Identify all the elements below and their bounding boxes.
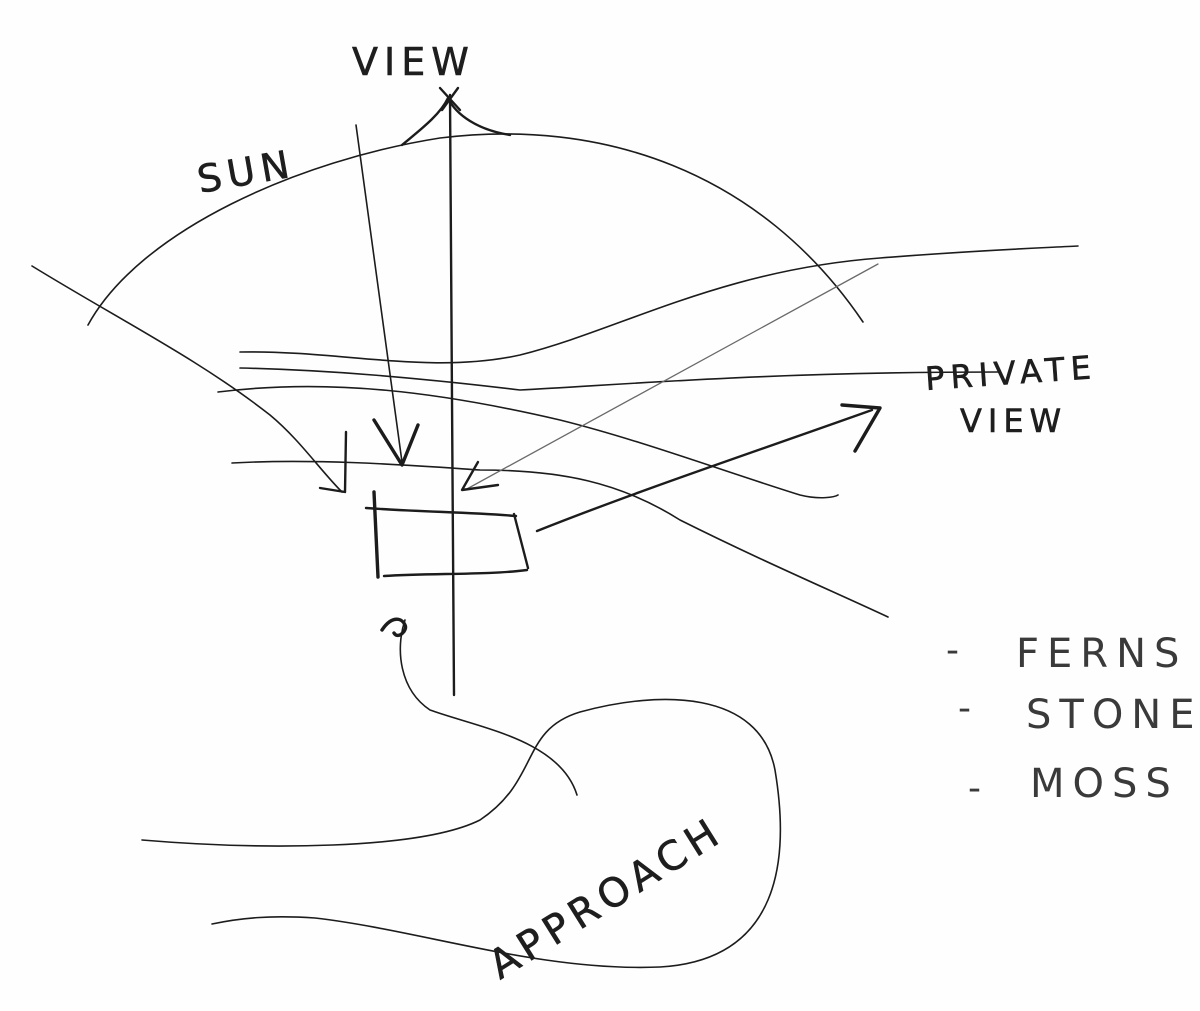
- view-marker-cross: [438, 86, 462, 112]
- note-ferns: FERNS: [1016, 631, 1187, 677]
- approach-arrowhead: [380, 617, 408, 638]
- private-view-arrowhead: [840, 403, 882, 453]
- landscape-line-3: [217, 385, 839, 499]
- building-right-wall: [512, 512, 530, 570]
- note-stones: STONES: [1026, 692, 1200, 738]
- view-label: VIEW: [352, 40, 475, 84]
- terrain-line-left: [31, 265, 343, 493]
- sun-path-arc: [87, 133, 864, 326]
- view-axis-line: [448, 93, 456, 697]
- note-bullet-1: -: [946, 630, 967, 671]
- note-bullet-2: -: [958, 688, 979, 729]
- approach-path-return: [399, 619, 578, 796]
- approach-path-loop: [141, 698, 782, 969]
- private-sightline-arrowhead: [460, 460, 500, 492]
- private-view-arrow: [535, 408, 874, 533]
- sun-label: SUN: [194, 141, 299, 201]
- note-bullet-3: -: [968, 768, 989, 809]
- building-left-wall: [372, 490, 380, 579]
- note-moss: MOSS: [1030, 761, 1179, 807]
- private-view-label-line1: PRIVATE: [924, 348, 1098, 398]
- private-sightline: [464, 263, 879, 491]
- terrain-arrowhead-left: [318, 430, 348, 494]
- landscape-line-2: [239, 367, 1001, 391]
- landscape-line-1: [239, 245, 1079, 364]
- building-top-wall: [364, 506, 518, 518]
- private-view-label-line2: VIEW: [960, 402, 1067, 440]
- sun-ray-arrowhead: [372, 418, 420, 467]
- sun-ray-arrow: [355, 124, 403, 463]
- landscape-line-4: [231, 460, 889, 618]
- materials-list: - FERNS - STONES - MOSS: [946, 630, 1200, 809]
- building-bottom-wall: [382, 568, 529, 578]
